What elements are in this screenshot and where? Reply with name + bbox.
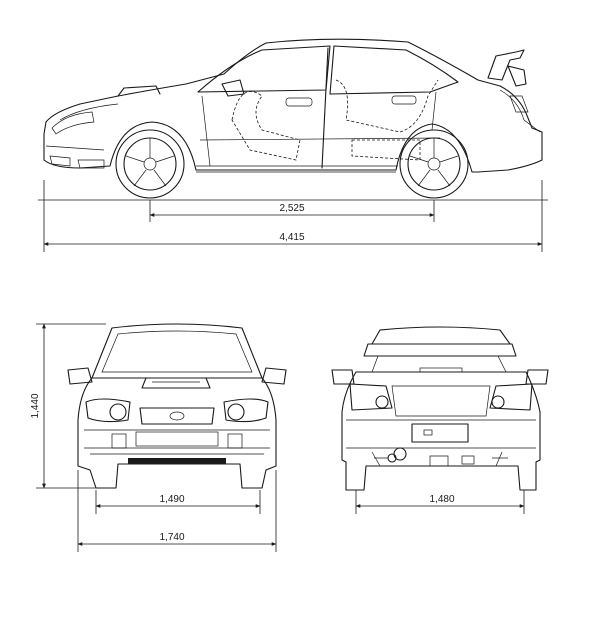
rear-track-label: 1,480	[429, 494, 454, 505]
front-track-label: 1,490	[159, 494, 184, 505]
rear-dimensions	[355, 490, 525, 514]
front-view	[67, 323, 287, 489]
rear-view	[331, 326, 549, 491]
side-dimensions	[38, 180, 548, 252]
front-dimensions	[36, 323, 277, 552]
height-label: 1,440	[30, 393, 41, 418]
overall-width-label: 1,740	[159, 532, 184, 543]
side-view	[43, 38, 543, 199]
overall-length-label: 4,415	[279, 232, 304, 243]
wheelbase-label: 2,525	[279, 203, 304, 214]
